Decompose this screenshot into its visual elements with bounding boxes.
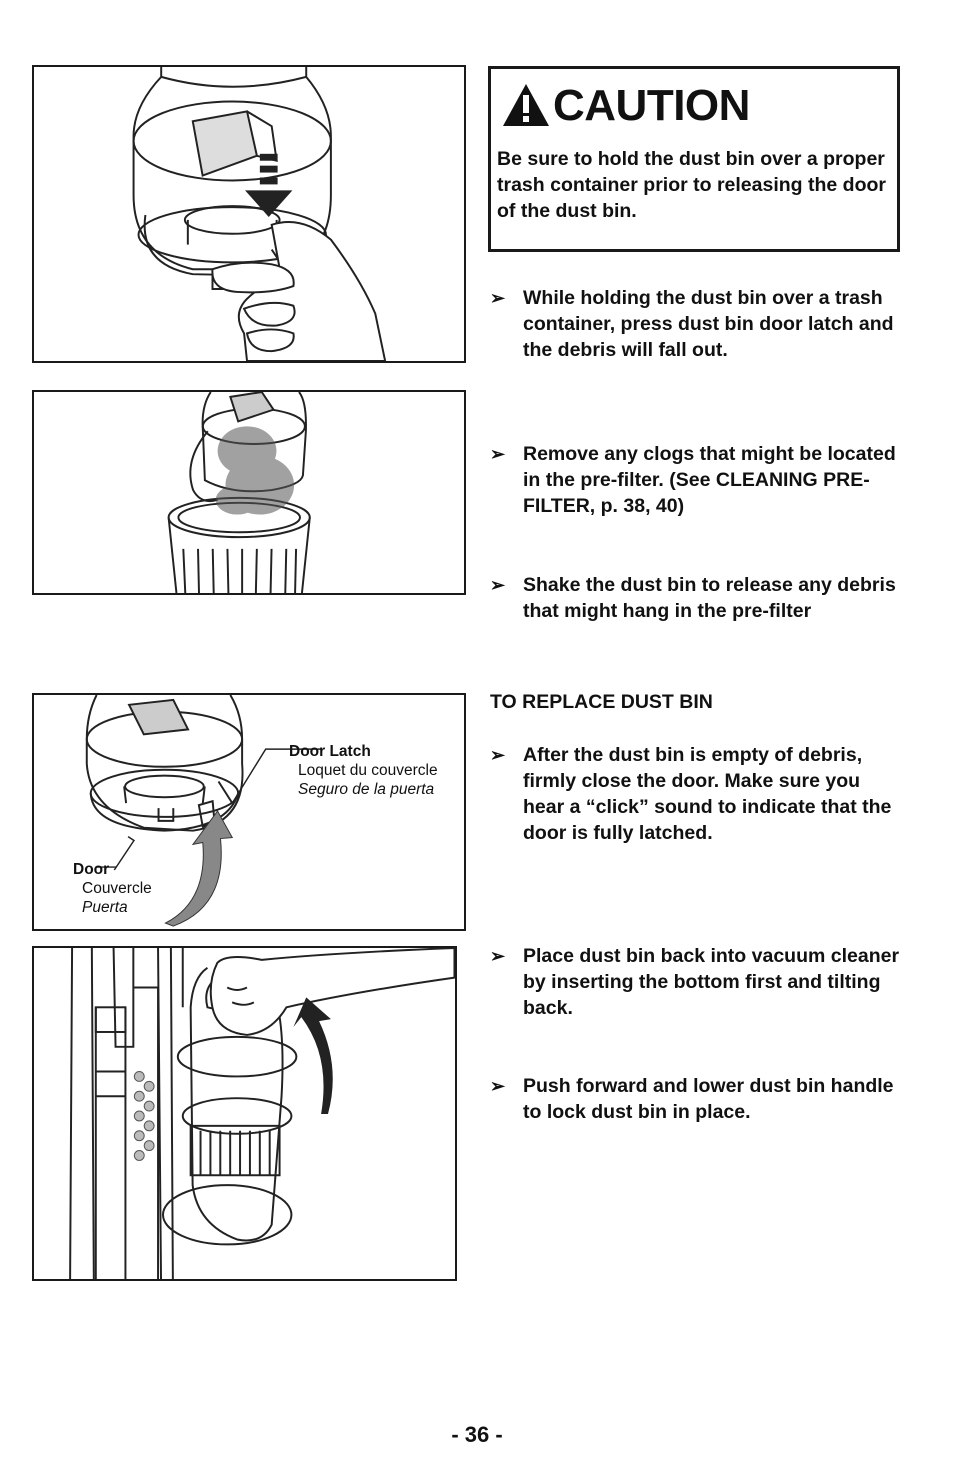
figure-press-latch	[32, 65, 466, 363]
door-latch-illustration	[85, 695, 321, 927]
empty-debris-illustration	[167, 392, 311, 593]
step-text: Shake the dust bin to release any debris…	[523, 574, 896, 622]
step-item: ➢ While holding the dust bin over a tras…	[490, 285, 900, 363]
bullet-arrow-icon: ➢	[490, 946, 506, 966]
door-callout: Door Couvercle Puerta	[73, 860, 152, 917]
bullet-arrow-icon: ➢	[490, 288, 506, 308]
figure-replace-bin	[32, 946, 457, 1281]
step-item: ➢ Shake the dust bin to release any debr…	[490, 572, 900, 624]
replace-heading: TO REPLACE DUST BIN	[490, 691, 713, 713]
step-item: ➢ Place dust bin back into vacuum cleane…	[490, 943, 900, 1021]
caution-word: CAUTION	[553, 81, 750, 130]
press-latch-illustration	[132, 67, 387, 361]
bullet-arrow-icon: ➢	[490, 745, 506, 765]
door-label-fr: Couvercle	[82, 880, 152, 897]
step-text: Push forward and lower dust bin handle t…	[523, 1075, 894, 1123]
door-latch-callout: Door Latch Loquet du couvercle Seguro de…	[289, 742, 438, 799]
door-label-es: Puerta	[82, 899, 128, 916]
bullet-arrow-icon: ➢	[490, 444, 506, 464]
step-text: Remove any clogs that might be located i…	[523, 443, 896, 517]
bullet-arrow-icon: ➢	[490, 575, 506, 595]
door-label-en: Door	[73, 861, 110, 878]
step-text: Place dust bin back into vacuum cleaner …	[523, 945, 900, 1019]
caution-text: Be sure to hold the dust bin over a prop…	[497, 148, 886, 222]
figure-empty-debris	[32, 390, 466, 595]
step-item: ➢ Remove any clogs that might be located…	[490, 441, 900, 519]
step-item: ➢ Push forward and lower dust bin handle…	[490, 1073, 900, 1125]
step-text: After the dust bin is empty of debris, f…	[523, 744, 892, 844]
bullet-arrow-icon: ➢	[490, 1076, 506, 1096]
warning-triangle-icon	[503, 84, 549, 126]
step-text: While holding the dust bin over a trash …	[523, 287, 894, 361]
page-number: - 36 -	[451, 1422, 503, 1447]
door-latch-label-es: Seguro de la puerta	[298, 781, 435, 798]
door-latch-label-fr: Loquet du couvercle	[298, 762, 438, 779]
replace-bin-illustration	[69, 948, 455, 1279]
figure-door-latch: Door Latch Loquet du couvercle Seguro de…	[32, 693, 466, 931]
caution-title: CAUTION	[501, 81, 750, 131]
door-latch-label-en: Door Latch	[289, 743, 371, 760]
caution-box: CAUTION Be sure to hold the dust bin ove…	[488, 66, 900, 252]
step-item: ➢ After the dust bin is empty of debris,…	[490, 742, 900, 846]
